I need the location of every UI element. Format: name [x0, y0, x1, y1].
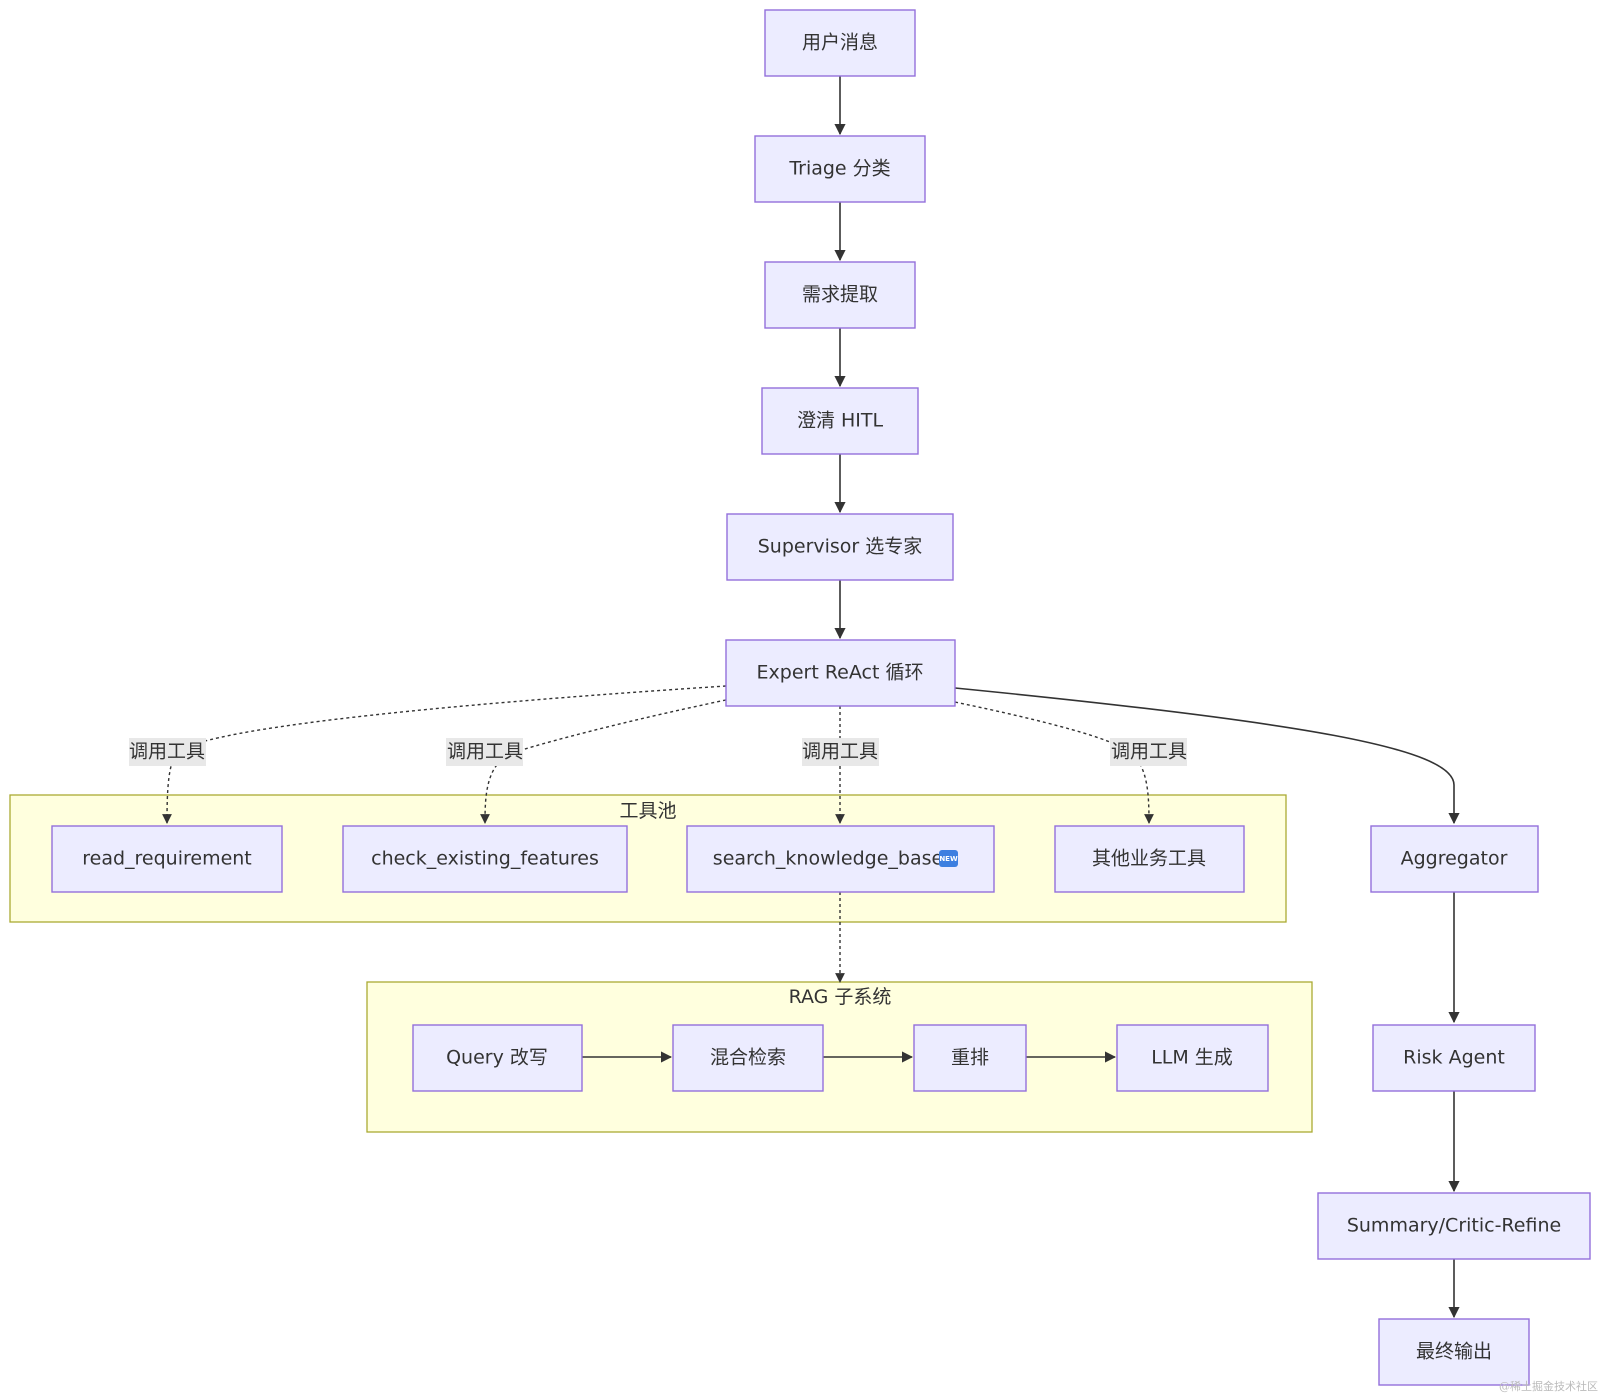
node-hybrid-search[interactable]: 混合检索 — [672, 1024, 824, 1092]
node-user-message[interactable]: 用户消息 — [764, 9, 916, 77]
edge-label-text: 调用工具 — [447, 741, 523, 763]
node-label: 澄清 HITL — [797, 410, 884, 432]
node-expert-react-loop[interactable]: Expert ReAct 循环 — [725, 639, 956, 707]
new-badge-text: NEW — [939, 855, 958, 863]
node-supervisor[interactable]: Supervisor 选专家 — [726, 513, 954, 581]
node-risk-agent[interactable]: Risk Agent — [1372, 1024, 1536, 1092]
node-label: LLM 生成 — [1151, 1047, 1233, 1069]
node-label: search_knowledge_base — [713, 848, 943, 870]
rag-subsystem-title: RAG 子系统 — [789, 986, 892, 1008]
edge-label-call-tool-3: 调用工具 — [802, 738, 879, 766]
node-label: read_requirement — [82, 848, 252, 870]
node-label: 需求提取 — [802, 284, 878, 306]
node-label: Supervisor 选专家 — [758, 536, 923, 558]
watermark: @稀土掘金技术社区 — [1499, 1379, 1598, 1393]
node-label: 用户消息 — [802, 32, 878, 54]
edge-label-call-tool-1: 调用工具 — [129, 738, 206, 766]
edge-expert-to-other-tools — [954, 701, 1154, 824]
edge-label-text: 调用工具 — [1111, 741, 1187, 763]
node-label: 最终输出 — [1416, 1341, 1492, 1363]
node-label: Aggregator — [1401, 848, 1508, 870]
edge-expert-to-aggregator — [954, 687, 1460, 825]
node-triage[interactable]: Triage 分类 — [754, 135, 926, 203]
node-llm-generation[interactable]: LLM 生成 — [1116, 1024, 1269, 1092]
node-label: 重排 — [951, 1047, 989, 1069]
edge-label-call-tool-2: 调用工具 — [446, 738, 523, 766]
node-label: Query 改写 — [446, 1047, 548, 1069]
node-other-business-tools[interactable]: 其他业务工具 — [1054, 825, 1245, 893]
node-requirement-extraction[interactable]: 需求提取 — [764, 261, 916, 329]
new-badge-icon: NEW — [939, 850, 958, 867]
node-label: Risk Agent — [1403, 1047, 1505, 1069]
node-label: check_existing_features — [371, 848, 599, 870]
node-final-output[interactable]: 最终输出 — [1378, 1318, 1530, 1386]
node-label: 混合检索 — [710, 1047, 786, 1069]
edge-label-text: 调用工具 — [802, 741, 878, 763]
node-check-existing-features[interactable]: check_existing_features — [342, 825, 628, 893]
tool-pool-title: 工具池 — [619, 800, 676, 822]
edge-label-call-tool-4: 调用工具 — [1110, 738, 1187, 766]
node-aggregator[interactable]: Aggregator — [1370, 825, 1539, 893]
edges-solid — [582, 76, 1460, 1319]
node-summary-critic-refine[interactable]: Summary/Critic-Refine — [1317, 1192, 1591, 1260]
node-search-knowledge-base[interactable]: search_knowledge_base NEW — [686, 825, 995, 893]
node-rerank[interactable]: 重排 — [913, 1024, 1027, 1092]
node-label: 其他业务工具 — [1092, 848, 1206, 870]
edge-label-text: 调用工具 — [129, 741, 205, 763]
node-label: Triage 分类 — [788, 158, 890, 180]
edge-expert-to-read-requirement — [162, 685, 727, 824]
edges-dotted — [162, 685, 1154, 983]
node-clarify-hitl[interactable]: 澄清 HITL — [761, 387, 919, 455]
node-label: Summary/Critic-Refine — [1347, 1215, 1561, 1237]
node-label: Expert ReAct 循环 — [757, 662, 924, 684]
node-read-requirement[interactable]: read_requirement — [51, 825, 283, 893]
node-query-rewrite[interactable]: Query 改写 — [412, 1024, 583, 1092]
